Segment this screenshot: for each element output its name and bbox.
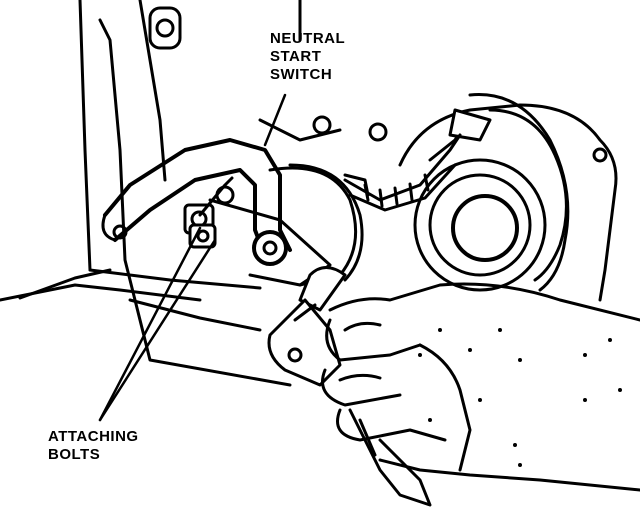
leader-lines <box>98 93 287 422</box>
solenoid-housing <box>312 103 618 302</box>
wiring-harness <box>343 93 570 292</box>
callout-attaching-bolts: ATTACHING BOLTS <box>48 428 139 464</box>
label-start: START <box>270 48 322 65</box>
label-switch: SWITCH <box>270 66 333 83</box>
socket-wrench <box>267 266 432 507</box>
detail-dots <box>418 328 622 467</box>
label-attaching: ATTACHING <box>48 428 139 445</box>
hand <box>321 282 640 492</box>
neutral-start-switch <box>208 163 370 287</box>
attaching-bolt-lower <box>188 223 217 249</box>
label-neutral: NEUTRAL <box>270 30 346 47</box>
callout-neutral-start-switch: NEUTRAL START SWITCH <box>270 30 345 84</box>
label-bolts: BOLTS <box>48 446 101 463</box>
